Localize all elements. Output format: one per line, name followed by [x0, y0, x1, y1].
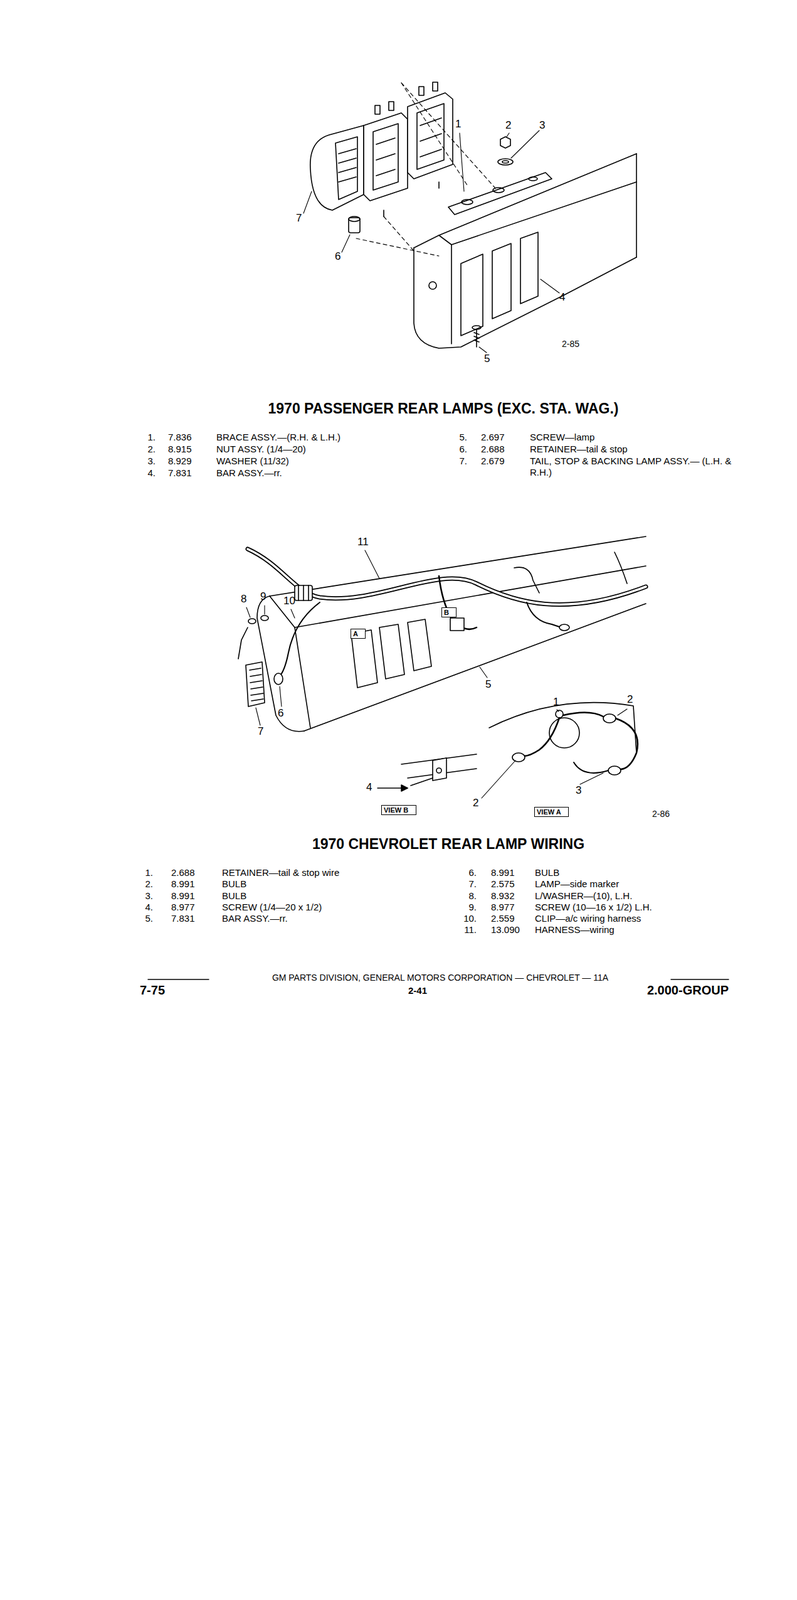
part-number: 13.090: [490, 923, 520, 935]
part-number: 2.697: [480, 431, 505, 443]
item-number: 11.: [464, 923, 477, 935]
part-name: SCREW—lamp: [529, 431, 595, 443]
part-number: 2.679: [480, 455, 505, 467]
callout-number: 4: [366, 780, 372, 794]
page-number: 2-41: [408, 984, 428, 996]
connector-marker: B: [441, 606, 457, 618]
callout-number: 7: [295, 211, 302, 225]
part-name: BAR ASSY.—rr.: [221, 912, 288, 924]
item-number: 3.: [147, 455, 156, 467]
item-number: 1.: [144, 866, 154, 878]
part-number: 2.575: [490, 877, 515, 890]
part-number: 2.688: [480, 443, 505, 455]
callout-number: 6: [277, 706, 284, 720]
callout-number: 7: [257, 724, 264, 738]
callout-number: 10: [283, 594, 296, 607]
connector-marker: A: [350, 628, 366, 639]
part-name: BULB: [221, 889, 247, 902]
item-number: 9.: [468, 901, 477, 913]
item-number: 7.: [468, 877, 477, 890]
item-number: 7.: [459, 455, 468, 467]
figure-code: 2-85: [561, 338, 580, 350]
item-number: 3.: [144, 889, 154, 902]
part-name: RETAINER—tail & stop: [529, 443, 628, 455]
part-number: 2.688: [171, 866, 196, 878]
callout-number: 4: [559, 290, 565, 304]
callout-number: 2: [627, 692, 633, 706]
item-number: 2.: [147, 443, 156, 455]
group-number: 2.000-GROUP: [647, 981, 729, 998]
item-number: 10.: [463, 912, 477, 924]
callout-number: 5: [485, 677, 491, 691]
section-heading: 1970 CHEVROLET REAR LAMP WIRING: [312, 835, 585, 853]
item-number: 4.: [144, 901, 154, 913]
tag-text: VIEW A: [536, 807, 562, 816]
part-name: L/WASHER—(10), L.H.: [534, 889, 633, 902]
part-name: SCREW (10—16 x 1/2) L.H.: [534, 901, 653, 913]
item-number: 6.: [459, 443, 468, 455]
part-number: 7.831: [168, 467, 192, 479]
item-number: 4.: [147, 467, 156, 479]
part-number: 8.915: [168, 443, 192, 455]
view-tag: VIEW A: [534, 806, 569, 817]
part-number: 8.977: [490, 901, 515, 913]
item-number: 6.: [468, 866, 477, 878]
figure-code: 2-86: [652, 808, 670, 819]
page-number: 7-75: [139, 981, 165, 998]
part-number: 7.831: [171, 912, 196, 924]
part-number: 7.836: [168, 431, 192, 443]
part-name: HARNESS—wiring: [534, 923, 615, 935]
callout-number: 11: [357, 535, 369, 549]
item-number: 1.: [147, 431, 156, 443]
callout-number: 9: [260, 590, 266, 603]
callout-number: 6: [334, 250, 341, 263]
item-number: 2.: [144, 877, 154, 890]
part-name: SCREW (1/4—20 x 1/2): [221, 901, 322, 913]
tag-text: B: [443, 608, 449, 616]
part-name: TAIL, STOP & BACKING LAMP ASSY.— (L.H. &…: [529, 455, 737, 478]
part-name: NUT ASSY. (1/4—20): [216, 443, 307, 455]
view-tag: VIEW B: [381, 804, 417, 815]
part-name: CLIP—a/c wiring harness: [534, 912, 641, 924]
part-name: WASHER (11/32): [216, 455, 290, 467]
callout-number: 1: [553, 695, 559, 708]
callout-number: 5: [484, 352, 490, 365]
item-number: 5.: [459, 431, 468, 443]
item-number: 5.: [144, 912, 154, 924]
item-number: 8.: [468, 889, 477, 902]
callout-number: 3: [575, 783, 582, 797]
part-name: BULB: [534, 866, 560, 878]
part-number: 8.977: [171, 901, 196, 913]
part-name: LAMP—side marker: [534, 877, 619, 890]
part-number: 8.991: [171, 877, 196, 890]
callout-number: 1: [455, 117, 461, 131]
part-name: BRACE ASSY.—(R.H. & L.H.): [216, 431, 341, 443]
section-heading: 1970 PASSENGER REAR LAMPS (EXC. STA. WAG…: [268, 400, 619, 418]
callout-number: 2: [505, 119, 512, 132]
callout-number: 8: [240, 592, 247, 606]
part-number: 8.991: [171, 889, 196, 902]
tag-text: VIEW B: [383, 805, 409, 814]
part-number: 2.559: [490, 912, 515, 924]
part-number: 8.991: [490, 866, 515, 878]
part-name: BAR ASSY.—rr.: [216, 467, 283, 479]
callout-number: 3: [539, 119, 545, 132]
tag-text: A: [353, 629, 359, 638]
footer-text: GM PARTS DIVISION, GENERAL MOTORS CORPOR…: [272, 971, 609, 983]
callout-number: 2: [472, 796, 479, 809]
part-name: RETAINER—tail & stop wire: [221, 866, 340, 878]
part-number: 8.932: [490, 889, 515, 902]
part-number: 8.929: [168, 455, 192, 467]
part-name: BULB: [221, 877, 247, 890]
